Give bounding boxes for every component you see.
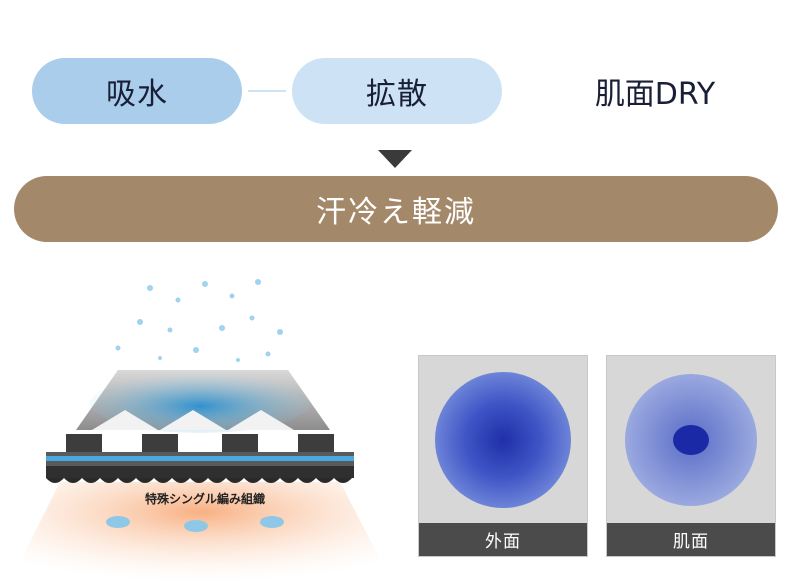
step-absorb-label: 吸水 (106, 77, 168, 112)
step-skin-dry: 肌面DRY (565, 58, 745, 124)
step-skin-dry-label: 肌面DRY (594, 77, 716, 112)
sample-outer: 外面 (418, 355, 588, 557)
stain-skin (625, 374, 757, 506)
body-heat-glow (10, 482, 392, 582)
step-diffuse-label: 拡散 (366, 77, 428, 112)
fabric-illustration (10, 279, 392, 582)
fabric-label: 特殊シングル編み組織 (144, 492, 265, 506)
sample-skin: 肌面 (606, 355, 776, 557)
step-connector (248, 90, 286, 92)
down-arrow-icon (378, 150, 412, 168)
caption-skin: 肌面 (607, 523, 775, 556)
sweat-droplet (260, 516, 284, 528)
caption-outer: 外面 (419, 523, 587, 556)
result-banner-label: 汗冷え軽減 (316, 195, 476, 230)
sweat-droplet (184, 520, 208, 532)
step-absorb: 吸水 (32, 58, 242, 124)
result-banner: 汗冷え軽減 (14, 176, 778, 242)
stain-outer (435, 372, 571, 508)
step-diffuse: 拡散 (292, 58, 502, 124)
sweat-droplet (106, 516, 130, 528)
